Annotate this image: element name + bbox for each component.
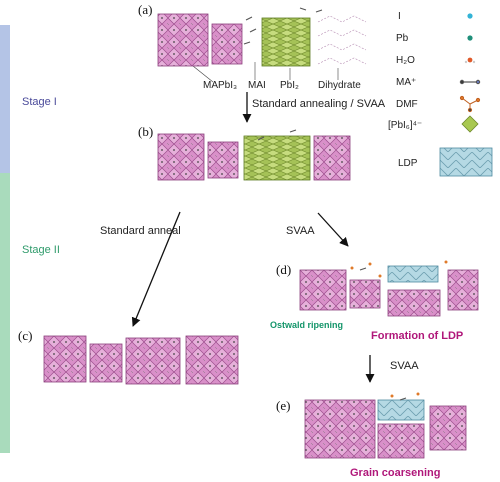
arrow-b-to-c [131,211,181,327]
iodine-atom-icon [467,13,473,19]
process-standard-anneal-label: Standard anneal [100,225,181,237]
arrow-b-to-d [317,212,349,247]
process-svaa-label: SVAA [286,225,315,237]
process-svaa2-label: SVAA [390,360,419,372]
mapbi3-crystal-b3 [313,135,351,181]
legend-label-lead: Pb [396,33,409,44]
mapbi3-grain-d4 [447,269,479,311]
mapbi3-grain-e2 [377,423,425,459]
pointer-mapbi3 [192,65,214,83]
stage1-label: Stage I [22,96,57,108]
ostwald-ripening-label: Ostwald ripening [270,320,344,330]
formation-of-ldp-label: Formation of LDP [371,330,464,342]
legend-label-water: H₂O [396,55,415,66]
methylammonium-icon [459,79,481,85]
panel-c-label: (c) [18,328,33,343]
stage2-label: Stage II [22,244,60,256]
legend-label-ma: MA⁺ [396,77,417,88]
ldp-layer-icon [439,147,493,177]
pbi2-layers-b [243,135,311,181]
mapbi3-grain-c4 [185,335,239,385]
mapbi3-label: MAPbI₃ [203,80,238,91]
mapbi3-grain-e1 [304,399,376,459]
panel-d-label: (d) [276,262,292,277]
legend-label-iodine: I [398,11,401,22]
mapbi3-crystal-b2 [207,141,239,179]
octahedron-icon [461,115,479,133]
mapbi3-grain-d1 [299,269,347,311]
mapbi3-grain-e3 [429,405,467,451]
stage1-bar [0,25,10,173]
pbi2-layers-a [261,17,311,67]
panel-b-label: (b) [138,124,154,139]
mapbi3-grain-d2 [349,279,381,309]
mapbi3-crystal-a1 [157,13,209,67]
dihydrate-label: Dihydrate [318,80,361,91]
mapbi3-grain-c3 [125,337,181,385]
legend-label-pbi6: [PbI₆]⁴⁻ [388,120,423,131]
pbi2-label: PbI₂ [280,80,299,91]
grain-coarsening-label: Grain coarsening [350,467,441,479]
ldp-layer-d [387,265,439,283]
dihydrate-structure-a [317,15,367,65]
ldp-layer-e [377,399,425,421]
legend-label-dmf: DMF [396,99,418,110]
process-standard-svaa-label: Standard annealing / SVAA [252,98,386,110]
dmf-molecule-icon [459,95,481,113]
mapbi3-crystal-b1 [157,133,205,181]
panel-a-label: (a) [138,2,153,17]
water-molecule-icon [464,57,476,64]
legend-label-ldp: LDP [398,158,418,169]
stage2-bar [0,173,10,453]
ma-molecules-scatter [243,7,407,401]
mapbi3-grain-c1 [43,335,87,383]
mapbi3-grain-d3 [387,289,441,317]
mapbi3-crystal-a2 [211,23,243,65]
dmf-molecules-scatter [350,260,448,398]
lead-atom-icon [467,35,473,41]
mapbi3-grain-c2 [89,343,123,383]
panel-e-label: (e) [276,398,291,413]
mai-label: MAI [248,80,266,91]
